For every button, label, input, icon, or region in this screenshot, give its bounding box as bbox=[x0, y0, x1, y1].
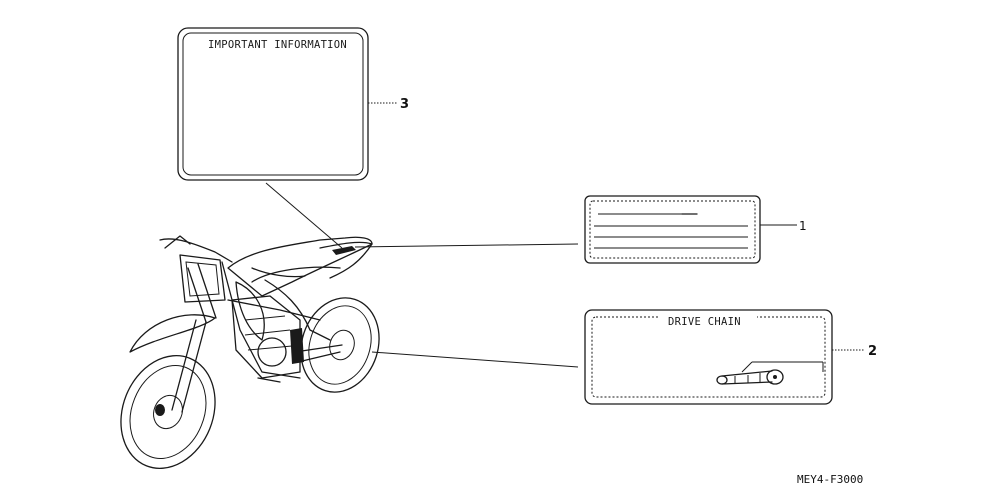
leader-line-2 bbox=[371, 351, 579, 368]
caution-label[interactable] bbox=[584, 195, 761, 264]
callout-2: 2 bbox=[832, 344, 877, 359]
motorcycle-illustration bbox=[120, 235, 380, 470]
drive-chain-text: DRIVE CHAIN bbox=[668, 316, 741, 328]
callout-1: 1 bbox=[760, 219, 807, 233]
important-information-label[interactable]: IMPORTANT INFORMATION bbox=[177, 27, 369, 181]
leader-line-1 bbox=[354, 243, 579, 248]
chain-adjuster-icon bbox=[716, 361, 824, 385]
callout-3-number: 3 bbox=[400, 97, 409, 112]
callout-1-number: 1 bbox=[799, 219, 807, 233]
leader-line-3 bbox=[265, 182, 343, 249]
important-information-text: IMPORTANT INFORMATION bbox=[208, 39, 347, 51]
callout-3: 3 bbox=[368, 97, 409, 112]
callout-2-number: 2 bbox=[868, 344, 877, 359]
drive-chain-label[interactable]: DRIVE CHAIN bbox=[584, 309, 833, 405]
diagram-code: MEY4-F3000 bbox=[797, 473, 863, 486]
